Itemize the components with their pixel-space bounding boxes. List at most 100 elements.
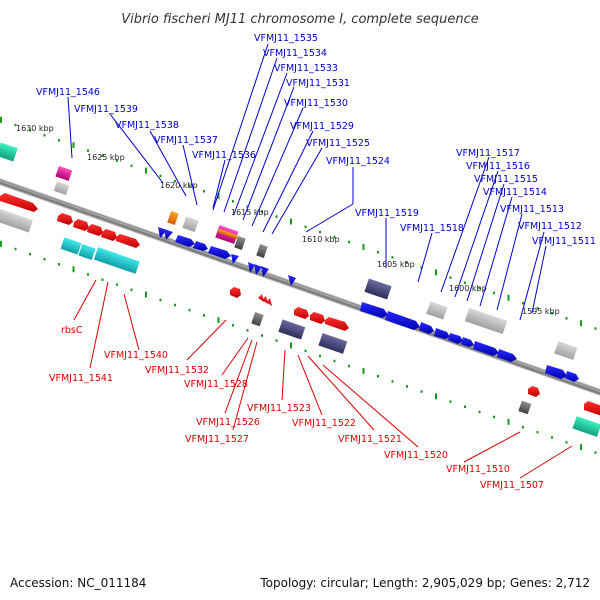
tick-dot	[362, 367, 365, 374]
gene-label: VFMJ11_1528	[184, 379, 248, 390]
gene-label: VFMJ11_1525	[306, 138, 370, 149]
feature-block	[55, 165, 73, 181]
forward-features	[0, 142, 579, 382]
scale-tick-dots	[0, 116, 597, 454]
tick-dot	[333, 359, 336, 363]
gene-label: VFMJ11_1518	[400, 223, 464, 234]
feature-block	[93, 247, 140, 274]
tick-dot	[130, 288, 133, 291]
scale-label: 1610 kbp	[302, 235, 340, 244]
gene-label: VFMJ11_1522	[292, 418, 356, 429]
tick-dot	[449, 276, 452, 279]
tick-dot	[536, 431, 539, 434]
tick-dot	[406, 261, 408, 264]
tick-dot	[101, 278, 104, 281]
gene-label: rbsC	[61, 325, 83, 336]
feature-arrow	[545, 365, 567, 379]
scale-label: 1595 kbp	[522, 307, 560, 316]
tick-dot	[580, 320, 582, 327]
gene-label: VFMJ11_1513	[500, 204, 564, 215]
gene-label: VFMJ11_1523	[247, 403, 311, 414]
feature-block	[0, 142, 18, 162]
tick-dot	[14, 123, 17, 127]
feature-arrow	[57, 213, 73, 225]
gene-label: VFMJ11_1533	[274, 63, 338, 74]
feature-arrow	[175, 235, 195, 247]
gene-label: VFMJ11_1514	[483, 187, 547, 198]
tick-dot	[145, 291, 147, 298]
tick-dot	[188, 308, 191, 312]
tick-dot	[246, 329, 249, 332]
gene-label: VFMJ11_1521	[338, 434, 402, 445]
tick-dot	[261, 210, 263, 213]
top-labels: VFMJ11_1546 VFMJ11_1539 VFMJ11_1538 VFMJ…	[36, 33, 596, 247]
tick-dot	[319, 230, 321, 234]
gene-label: VFMJ11_1516	[466, 161, 530, 172]
feature-arrow	[262, 296, 268, 304]
tick-dot	[406, 385, 408, 388]
bottom-leader-lines	[73, 279, 573, 479]
tick-dot	[116, 159, 118, 162]
tick-dot	[145, 167, 147, 174]
tick-dot	[493, 291, 495, 295]
feature-arrow	[461, 337, 474, 347]
tick-dot	[449, 400, 452, 403]
gene-label: VFMJ11_1538	[115, 120, 179, 131]
gene-label: VFMJ11_1517	[456, 148, 520, 159]
feature-block	[60, 237, 82, 255]
tick-dot	[43, 258, 46, 261]
feature-block	[464, 307, 508, 335]
feature-arrow	[434, 328, 450, 339]
tick-dot	[188, 184, 191, 188]
tick-dot	[478, 410, 481, 414]
tick-dot	[29, 252, 31, 256]
feature-arrow	[310, 312, 325, 324]
feature-block	[53, 181, 70, 196]
tick-dot	[478, 286, 481, 290]
tick-dot	[522, 301, 524, 305]
tick-dot	[420, 390, 423, 393]
feature-arrow	[360, 302, 388, 318]
feature-arrow	[230, 287, 241, 298]
tick-dot	[522, 425, 524, 429]
tick-dot	[594, 327, 597, 330]
feature-arrow	[101, 229, 117, 241]
accession-text: Accession: NC_011184	[10, 576, 146, 590]
gene-label: VFMJ11_1534	[263, 48, 327, 59]
scale-label: 1620 kbp	[160, 181, 198, 190]
tick-dot	[362, 243, 365, 250]
tick-dot	[377, 251, 379, 254]
feature-arrow	[528, 386, 540, 397]
feature-arrow	[208, 246, 231, 259]
tick-dot	[14, 247, 17, 251]
tick-dot	[0, 116, 2, 123]
tick-dot	[0, 240, 2, 247]
gene-label: VFMJ11_1536	[192, 150, 256, 161]
tick-dot	[72, 142, 75, 149]
feature-arrow	[254, 264, 262, 275]
gene-label: VFMJ11_1541	[49, 373, 113, 384]
gene-label: VFMJ11_1511	[532, 236, 596, 247]
tick-dot	[594, 451, 597, 454]
tick-dot	[130, 164, 133, 167]
feature-arrow	[0, 193, 38, 212]
feature-block	[78, 244, 96, 260]
tick-dot	[290, 342, 292, 349]
tick-dot	[203, 314, 205, 317]
tick-dot	[232, 200, 234, 203]
gene-label: VFMJ11_1527	[185, 434, 249, 445]
tick-dot	[159, 298, 162, 302]
tick-dot	[580, 444, 582, 451]
gene-label: VFMJ11_1530	[284, 98, 348, 109]
tick-dot	[493, 415, 495, 419]
tick-dot	[319, 354, 321, 358]
tick-dot	[232, 324, 234, 327]
tick-dot	[507, 418, 510, 425]
feature-arrow	[261, 266, 269, 277]
scale-label: 1625 kbp	[87, 153, 125, 162]
gene-label: VFMJ11_1510	[446, 464, 510, 475]
feature-block	[182, 216, 199, 232]
scale-label: 1605 kbp	[377, 260, 415, 269]
feature-arrow	[164, 229, 173, 240]
